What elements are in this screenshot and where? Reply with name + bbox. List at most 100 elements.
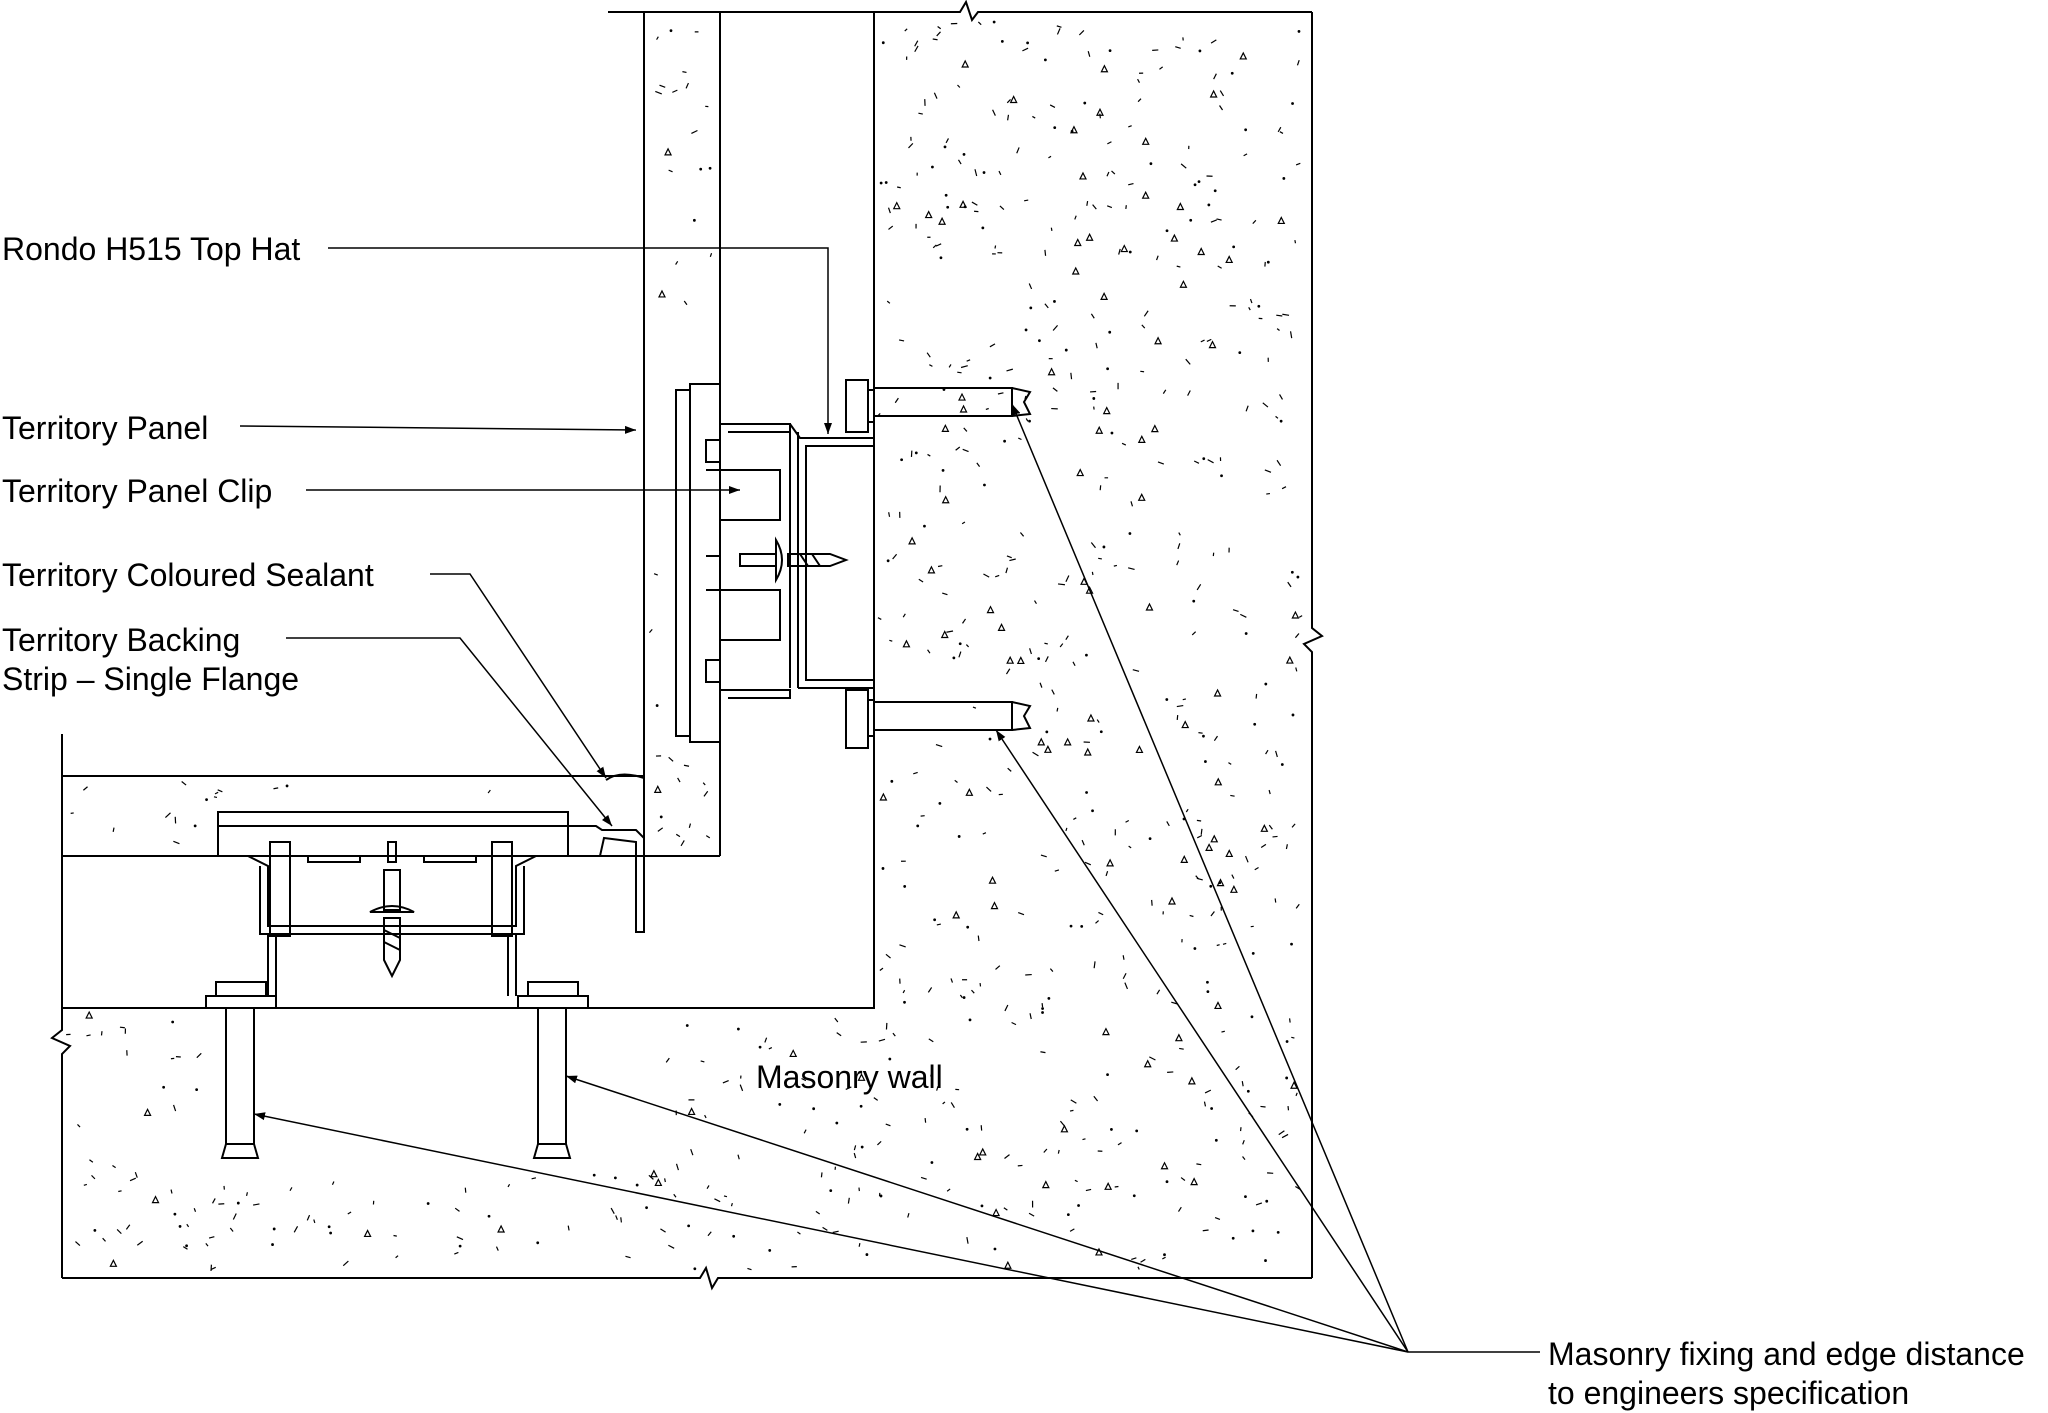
aggregate-mark xyxy=(959,199,968,208)
dash-mark xyxy=(1282,313,1290,316)
dash-mark xyxy=(293,1225,299,1233)
dash-mark xyxy=(936,31,941,37)
dash-mark xyxy=(217,789,223,793)
dash-mark xyxy=(888,225,894,230)
aggregate-mark xyxy=(1210,834,1219,843)
dash-mark xyxy=(675,833,681,838)
dot-mark xyxy=(881,867,885,870)
dash-mark xyxy=(700,1060,705,1063)
dot-mark xyxy=(173,1212,177,1216)
dash-mark xyxy=(119,1026,125,1029)
dash-mark xyxy=(1072,661,1076,667)
dash-mark xyxy=(136,1240,144,1246)
territory-panel-horizontal xyxy=(217,811,569,937)
dash-mark xyxy=(1260,1105,1266,1108)
aggregate-mark xyxy=(1069,125,1078,134)
dot-mark xyxy=(1244,1195,1247,1199)
dash-mark xyxy=(1098,911,1104,916)
dash-mark xyxy=(877,617,882,620)
dash-mark xyxy=(1082,1138,1086,1141)
dash-mark xyxy=(1243,153,1248,157)
dash-mark xyxy=(958,651,962,658)
label-territory-panel: Territory Panel xyxy=(2,410,209,446)
dash-mark xyxy=(1017,911,1025,916)
leader-fixing-3 xyxy=(565,1075,1409,1353)
dot-mark xyxy=(1053,300,1056,303)
dash-mark xyxy=(879,967,884,971)
dash-mark xyxy=(1028,283,1033,290)
dash-mark xyxy=(1032,751,1039,757)
dash-mark xyxy=(1029,1013,1032,1020)
aggregate-mark xyxy=(1047,367,1056,376)
dash-mark xyxy=(656,36,659,40)
dot-mark xyxy=(458,1244,462,1248)
dash-mark xyxy=(1006,555,1012,559)
dash-mark xyxy=(1125,819,1130,823)
dot-mark xyxy=(1028,419,1031,423)
aggregate-mark xyxy=(1260,823,1269,832)
dash-mark xyxy=(820,1172,823,1178)
dot-mark xyxy=(1264,1259,1267,1262)
dash-mark xyxy=(853,1145,857,1151)
dash-mark xyxy=(75,1241,81,1247)
dash-mark xyxy=(1276,459,1282,467)
label-sealant: Territory Coloured Sealant xyxy=(2,557,374,593)
dot-mark xyxy=(1276,1230,1280,1234)
dash-mark xyxy=(1093,1095,1099,1102)
dash-mark xyxy=(182,1246,188,1250)
dot-mark xyxy=(1099,730,1103,734)
dash-mark xyxy=(928,1038,934,1043)
dot-mark xyxy=(1043,58,1047,62)
dash-mark xyxy=(876,1140,882,1146)
dash-mark xyxy=(1295,162,1301,166)
dash-mark xyxy=(454,1251,459,1255)
dash-mark xyxy=(1106,205,1113,209)
dot-mark xyxy=(327,1225,331,1229)
dash-mark xyxy=(1085,1188,1092,1192)
dash-mark xyxy=(1203,1101,1207,1107)
dash-mark xyxy=(999,205,1005,210)
dash-mark xyxy=(998,170,1002,176)
aggregate-mark xyxy=(85,1010,94,1019)
dash-mark xyxy=(1029,648,1032,655)
dash-mark xyxy=(196,1052,202,1059)
aggregate-mark xyxy=(1181,720,1190,729)
aggregate-mark xyxy=(892,201,901,210)
dash-mark xyxy=(567,1225,570,1231)
dash-mark xyxy=(1156,255,1159,261)
dash-mark xyxy=(1122,955,1125,960)
dot-mark xyxy=(1231,1236,1235,1240)
dash-mark xyxy=(1214,1216,1221,1220)
dash-mark xyxy=(955,446,961,451)
dash-mark xyxy=(768,1047,773,1050)
dot-mark xyxy=(1165,1180,1169,1184)
dash-mark xyxy=(1268,789,1271,795)
dash-mark xyxy=(946,630,954,633)
dash-mark xyxy=(1279,394,1284,400)
dot-mark xyxy=(655,704,659,707)
dash-mark xyxy=(976,462,981,467)
aggregate-mark xyxy=(978,1147,987,1156)
dash-mark xyxy=(1193,460,1200,464)
aggregate-mark xyxy=(988,875,997,884)
dot-mark xyxy=(1029,306,1033,310)
dot-mark xyxy=(692,218,696,222)
dot-mark xyxy=(1069,924,1073,928)
aggregate-mark xyxy=(927,565,936,574)
dot-mark xyxy=(879,181,883,185)
dash-mark xyxy=(1176,265,1181,268)
dot-mark xyxy=(1066,1213,1070,1217)
dot-mark xyxy=(1080,924,1084,928)
dash-mark xyxy=(1005,567,1009,574)
dash-mark xyxy=(1196,583,1202,591)
dash-mark xyxy=(971,989,975,994)
aggregate-mark xyxy=(1145,602,1154,611)
dot-mark xyxy=(884,181,888,184)
dash-mark xyxy=(1043,1148,1048,1153)
dash-mark xyxy=(723,1195,728,1198)
dash-mark xyxy=(77,1124,81,1128)
dot-mark xyxy=(645,1206,648,1210)
dash-mark xyxy=(1202,1229,1209,1232)
dash-mark xyxy=(702,782,706,786)
